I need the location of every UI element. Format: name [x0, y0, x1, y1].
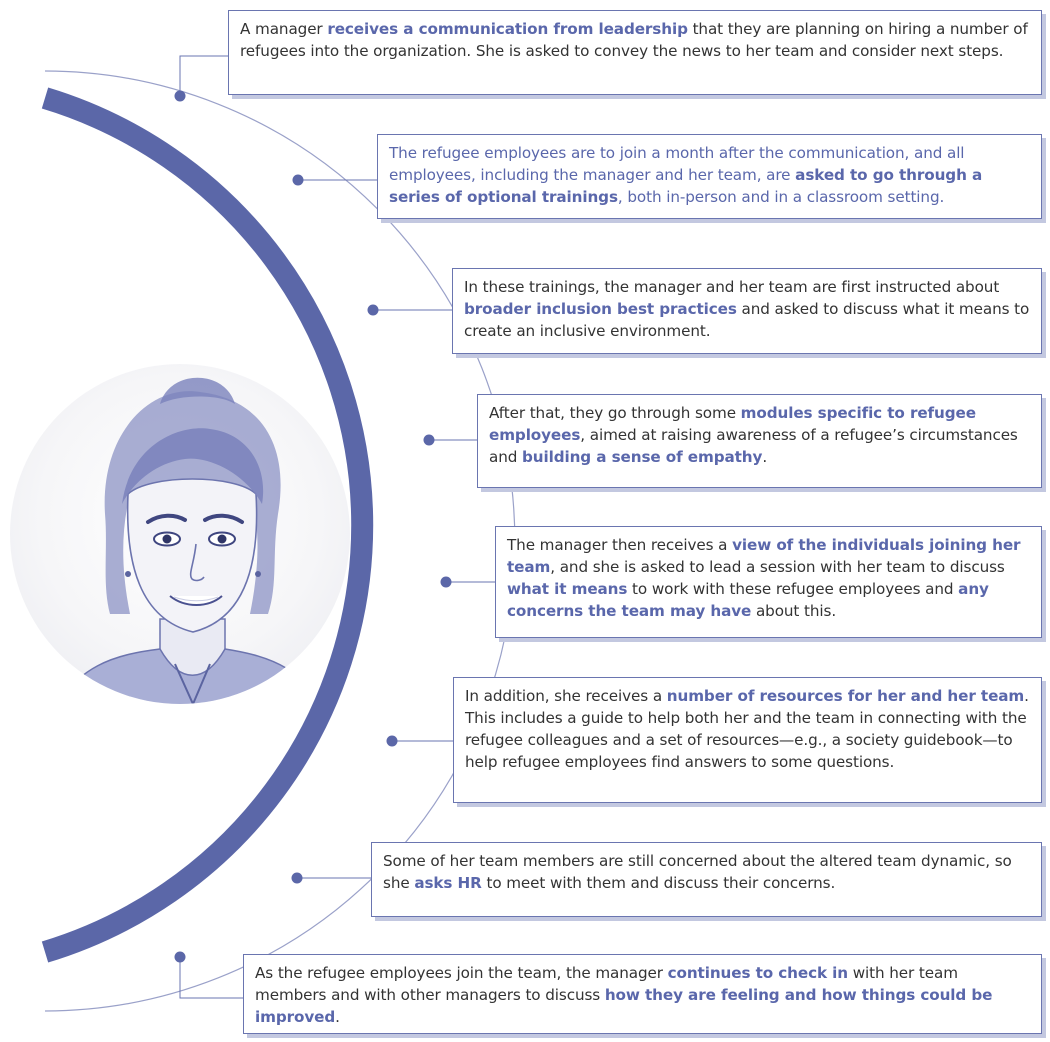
step-text: After that, they go through some — [489, 404, 741, 422]
step-highlight-text: building a sense of empathy — [522, 448, 763, 466]
step-box-3: In these trainings, the manager and her … — [452, 268, 1042, 354]
step-text: , aimed at raising awareness of a refuge… — [489, 426, 1018, 466]
step-text: about this. — [751, 602, 837, 620]
step-box-2: The refugee employees are to join a mont… — [377, 134, 1042, 219]
step-box-6: In addition, she receives a number of re… — [453, 677, 1042, 803]
step-box-8: As the refugee employees join the team, … — [243, 954, 1042, 1034]
step-box-1: A manager receives a communication from … — [228, 10, 1042, 95]
manager-portrait — [10, 364, 350, 704]
stage-label: GETTING STARTED — [390, 530, 424, 658]
timeline-dot-4 — [423, 434, 435, 446]
step-box-7: Some of her team members are still conce… — [371, 842, 1042, 917]
step-text: that they are planning on hiring a numbe… — [240, 20, 1028, 60]
step-box-4: After that, they go through some modules… — [477, 394, 1042, 488]
timeline-dot-3 — [367, 304, 379, 316]
stage-label-text: GETTING STARTED — [399, 530, 415, 658]
step-text: to meet with them and discuss their conc… — [481, 874, 836, 892]
timeline-dot-8 — [174, 951, 186, 963]
step-highlight-text: view of the individuals joining her team — [507, 536, 1021, 576]
step-highlight-text: number of resources for her and her team — [666, 687, 1025, 705]
step-text: . This includes a guide to help both her… — [465, 687, 1029, 771]
woman-portrait-icon — [58, 377, 322, 704]
step-text: with her team members and with other man… — [255, 964, 958, 1004]
step-box-5: The manager then receives a view of the … — [495, 526, 1042, 638]
timeline-dot-5 — [440, 576, 452, 588]
step-text: A manager — [240, 20, 328, 38]
timeline-thick-arc — [41, 87, 374, 963]
step-highlight-text: how they are feeling and how things coul… — [255, 986, 993, 1026]
step-connector-1 — [179, 55, 228, 96]
step-highlight-text: what it means — [507, 580, 628, 598]
step-text: . — [335, 1008, 340, 1026]
step-text: , and she is asked to lead a session wit… — [550, 558, 1005, 576]
step-connector-8 — [179, 957, 243, 999]
step-text: Some of her team members are still conce… — [383, 852, 1012, 892]
step-text: The refugee employees are to join a mont… — [389, 144, 965, 184]
step-text: . — [762, 448, 768, 466]
step-highlight-text: modules specific to refugee employees — [489, 404, 976, 444]
step-text: , both in-person and in a classroom sett… — [617, 188, 945, 206]
step-text: As the refugee employees join the team, … — [255, 964, 668, 982]
step-text: The manager then receives a — [507, 536, 733, 554]
step-highlight-text: broader inclusion best practices — [464, 300, 737, 318]
step-highlight-text: continues to check in — [667, 964, 848, 982]
step-highlight-text: receives a communication from leadership — [327, 20, 688, 38]
step-text: to work with these refugee employees and — [627, 580, 959, 598]
timeline-dot-7 — [291, 872, 303, 884]
step-text: In addition, she receives a — [465, 687, 667, 705]
step-highlight-text: asked to go through a series of optional… — [389, 166, 983, 206]
step-highlight-text: asks HR — [414, 874, 482, 892]
timeline-dot-6 — [386, 735, 398, 747]
step-text: In these trainings, the manager and her … — [464, 278, 1000, 296]
timeline-dot-1 — [174, 90, 186, 102]
step-text: and asked to discuss what it means to cr… — [464, 300, 1030, 340]
step-highlight-text: any concerns the team may have — [507, 580, 989, 620]
timeline-dot-2 — [292, 174, 304, 186]
